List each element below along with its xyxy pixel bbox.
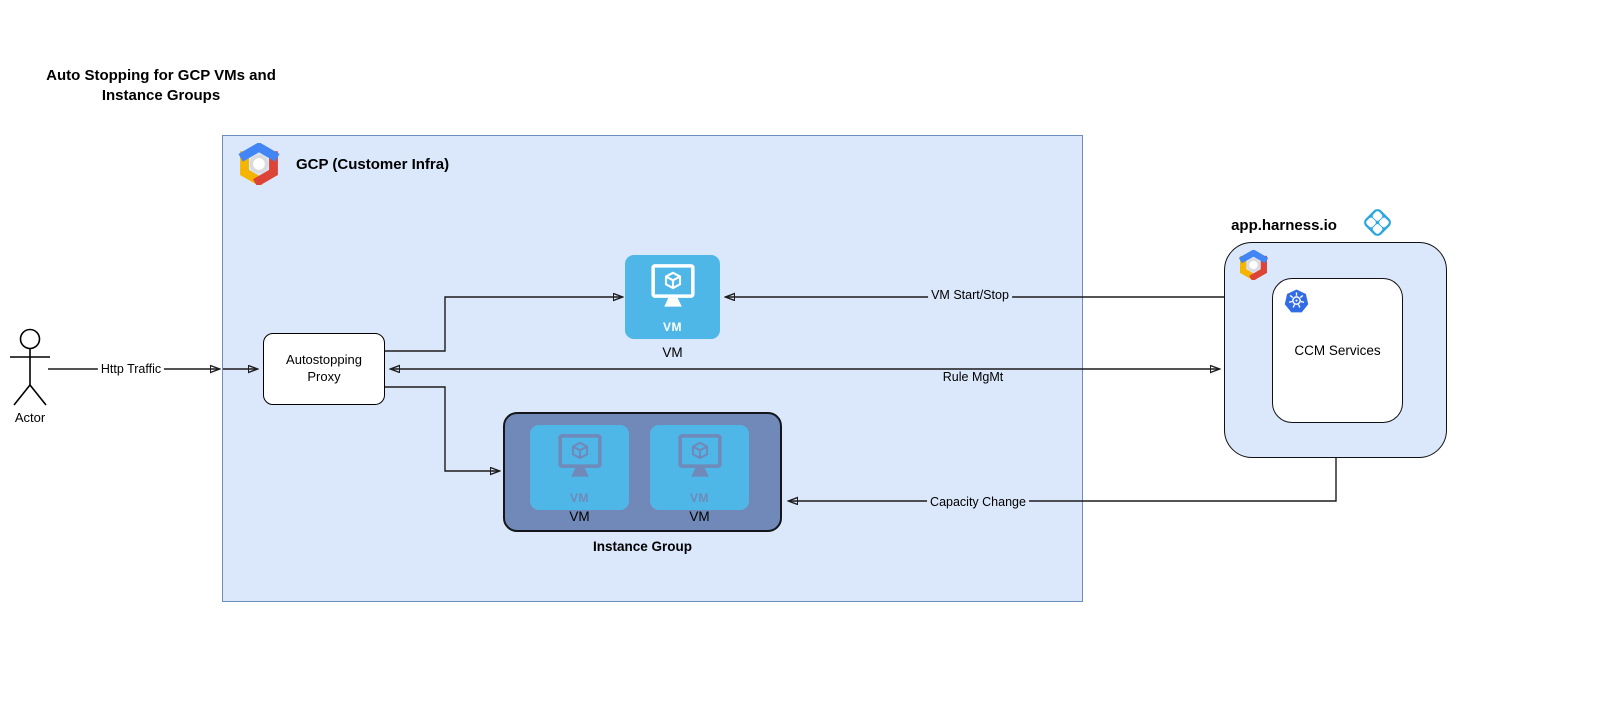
- vm-icon-text: VM: [663, 320, 682, 334]
- autostopping-proxy-node: Autostopping Proxy: [263, 333, 385, 405]
- edge-label-http-traffic: Http Traffic: [97, 362, 165, 376]
- ccm-services-node: [1272, 278, 1403, 423]
- instance-group-caption: Instance Group: [592, 539, 692, 554]
- harness-title: app.harness.io: [1231, 217, 1337, 234]
- kubernetes-helm-icon: [1284, 289, 1309, 314]
- autostopping-proxy-label: Autostopping Proxy: [286, 352, 362, 384]
- vm-icon-text: VM: [690, 491, 709, 505]
- edge-label-capacity-change: Capacity Change: [927, 495, 1029, 509]
- gcp-logo-icon: [1237, 250, 1270, 280]
- gcp-header: GCP (Customer Infra): [236, 143, 449, 185]
- ccm-services-label: CCM Services: [1294, 343, 1381, 358]
- vm-monitor-icon: [677, 434, 722, 479]
- instance-group-vm-node: VM: [650, 425, 749, 510]
- actor-label: Actor: [14, 410, 46, 425]
- gcp-logo-icon: [236, 143, 282, 185]
- instance-group-vm-caption: VM: [689, 509, 710, 524]
- instance-group-vm-node: VM: [530, 425, 629, 510]
- diagram-title: Auto Stopping for GCP VMs and Instance G…: [46, 67, 276, 104]
- vm-monitor-icon: [650, 264, 695, 309]
- vm-node: VM: [625, 255, 720, 339]
- instance-group-container: VM VM VM VM: [503, 412, 782, 532]
- stick-figure-icon: [10, 328, 50, 406]
- gcp-container-label: GCP (Customer Infra): [296, 155, 450, 173]
- instance-group-vm-caption: VM: [569, 509, 590, 524]
- vm-caption: VM: [662, 345, 683, 360]
- vm-icon-text: VM: [570, 491, 589, 505]
- vm-monitor-icon: [557, 434, 602, 479]
- edge-label-rule-mgmt: Rule MgMt: [942, 370, 1004, 384]
- edge-label-vm-start-stop: VM Start/Stop: [928, 288, 1012, 302]
- harness-diamond-logo-icon: [1361, 206, 1394, 239]
